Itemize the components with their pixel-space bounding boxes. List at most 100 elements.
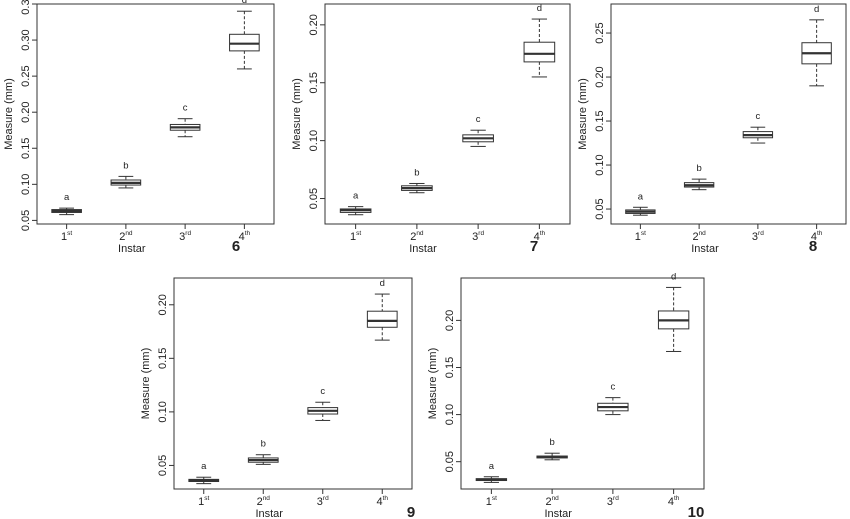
plot-frame xyxy=(36,3,275,225)
box-1: a xyxy=(339,191,372,216)
box-4: d xyxy=(657,271,690,352)
box-2: b xyxy=(110,160,142,189)
plot-frame xyxy=(460,277,705,490)
x-axis-label: Instar xyxy=(409,243,437,255)
box-4: d xyxy=(229,0,260,70)
x-tick-suffix: th xyxy=(540,230,546,237)
significance-letter: b xyxy=(696,163,701,174)
x-tick-suffix: st xyxy=(204,495,209,502)
significance-letter: d xyxy=(380,278,385,289)
y-tick-label: 0.10 xyxy=(594,154,606,175)
x-tick-suffix: st xyxy=(492,495,497,502)
iqr-box xyxy=(366,310,398,328)
box-1: a xyxy=(475,461,508,483)
x-tick-base: 2 xyxy=(545,496,551,508)
x-tick-label: 2nd xyxy=(692,230,706,243)
y-tick-label: 0.05 xyxy=(20,210,32,231)
x-tick-label: 2nd xyxy=(257,495,271,508)
x-tick-label: 1st xyxy=(61,230,72,243)
x-tick-suffix: st xyxy=(641,230,646,237)
y-tick-label: 0.05 xyxy=(308,188,320,209)
x-tick-label: 2nd xyxy=(119,230,133,243)
x-tick-suffix: rd xyxy=(185,230,191,237)
x-tick-suffix: th xyxy=(245,230,251,237)
x-tick-label: 4th xyxy=(811,230,823,243)
y-tick-label: 0.30 xyxy=(20,29,32,50)
x-tick-base: 1 xyxy=(635,231,641,243)
y-tick-label: 0.05 xyxy=(444,451,456,472)
x-axis-label: Instar xyxy=(255,508,283,519)
y-axis-label: Measure (mm) xyxy=(291,78,303,150)
panel-number: 10 xyxy=(688,504,705,519)
x-tick-suffix: th xyxy=(817,230,823,237)
x-tick-base: 1 xyxy=(198,496,204,508)
x-tick-label: 3rd xyxy=(607,495,619,508)
x-tick-label: 1st xyxy=(486,495,497,508)
significance-letter: c xyxy=(476,114,481,125)
x-tick-label: 4th xyxy=(376,495,388,508)
x-tick-suffix: nd xyxy=(552,495,560,502)
x-tick-label: 1st xyxy=(198,495,209,508)
x-tick-base: 4 xyxy=(376,496,382,508)
x-tick-base: 4 xyxy=(239,231,245,243)
y-tick-label: 0.35 xyxy=(20,0,32,15)
x-tick-label: 4th xyxy=(239,230,251,243)
x-tick-base: 2 xyxy=(119,231,125,243)
y-tick-label: 0.15 xyxy=(594,110,606,131)
significance-letter: a xyxy=(64,192,70,203)
x-tick-suffix: st xyxy=(356,230,361,237)
x-axis-label: Instar xyxy=(544,508,572,519)
y-tick-label: 0.15 xyxy=(308,72,320,93)
y-tick-label: 0.10 xyxy=(444,404,456,425)
box-3: c xyxy=(742,111,774,144)
panel-number: 7 xyxy=(530,238,538,255)
plot-frame xyxy=(324,3,571,225)
x-tick-label: 2nd xyxy=(545,495,559,508)
iqr-box xyxy=(523,41,556,63)
significance-letter: c xyxy=(756,111,761,122)
x-axis-label: Instar xyxy=(691,243,719,255)
y-tick-label: 0.25 xyxy=(20,65,32,86)
y-tick-label: 0.20 xyxy=(444,310,456,331)
y-tick-label: 0.05 xyxy=(594,198,606,219)
box-2: b xyxy=(683,163,715,191)
significance-letter: a xyxy=(353,191,359,202)
significance-letter: c xyxy=(320,386,325,397)
x-tick-base: 3 xyxy=(752,231,758,243)
significance-letter: b xyxy=(123,160,128,171)
y-tick-label: 0.10 xyxy=(157,401,169,422)
x-tick-suffix: nd xyxy=(416,230,424,237)
significance-letter: b xyxy=(549,437,554,448)
x-tick-base: 3 xyxy=(607,496,613,508)
y-axis-label: Measure (mm) xyxy=(3,78,15,150)
y-axis-label: Measure (mm) xyxy=(577,78,589,150)
x-tick-base: 2 xyxy=(692,231,698,243)
plot-frame xyxy=(173,277,413,490)
x-tick-suffix: nd xyxy=(699,230,707,237)
significance-letter: d xyxy=(814,4,819,15)
x-tick-label: 3rd xyxy=(179,230,191,243)
y-tick-label: 0.10 xyxy=(20,174,32,195)
x-tick-label: 1st xyxy=(635,230,646,243)
y-tick-label: 0.15 xyxy=(444,357,456,378)
x-axis-label: Instar xyxy=(118,243,146,255)
x-tick-base: 1 xyxy=(350,231,356,243)
significance-letter: d xyxy=(537,3,542,14)
x-tick-suffix: rd xyxy=(758,230,764,237)
x-tick-label: 3rd xyxy=(752,230,764,243)
significance-letter: b xyxy=(414,167,419,178)
significance-letter: d xyxy=(671,271,676,282)
significance-letter: a xyxy=(638,191,644,202)
y-axis-label: Measure (mm) xyxy=(140,348,152,420)
y-tick-label: 0.05 xyxy=(157,455,169,476)
x-tick-suffix: th xyxy=(383,495,389,502)
plot-frame xyxy=(610,3,847,225)
x-tick-label: 3rd xyxy=(317,495,329,508)
x-tick-base: 4 xyxy=(534,231,540,243)
y-tick-label: 0.25 xyxy=(594,22,606,43)
y-tick-label: 0.10 xyxy=(308,130,320,151)
x-tick-label: 4th xyxy=(668,495,680,508)
